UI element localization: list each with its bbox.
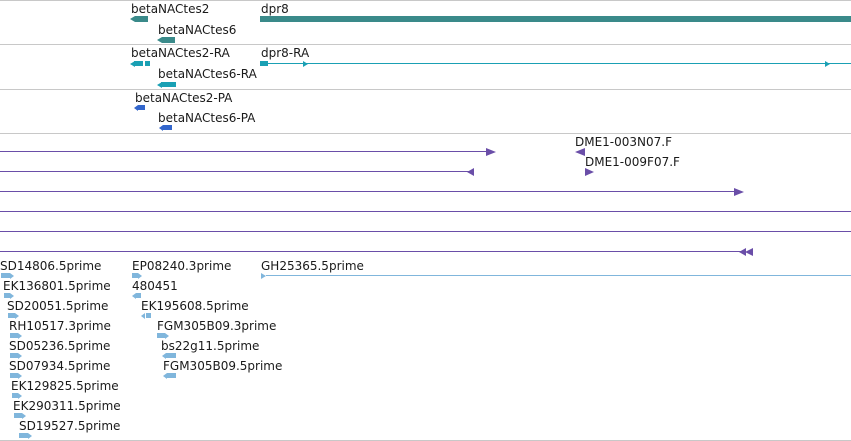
gene-glyph[interactable] [162, 37, 175, 43]
est-glyph[interactable] [10, 373, 18, 378]
protein-glyph[interactable] [163, 125, 172, 130]
feature-label: betaNACtes2-RA [131, 46, 230, 60]
exon-glyph[interactable] [161, 82, 176, 87]
strand-arrow-right-icon [825, 61, 830, 67]
feature-label: SD20051.5prime [7, 299, 109, 313]
est-glyph[interactable] [12, 393, 18, 398]
strand-arrow-left-icon [739, 248, 746, 256]
est-glyph[interactable] [1, 273, 10, 278]
est-glyph[interactable] [146, 313, 151, 318]
strand-arrow-right-icon [10, 293, 14, 299]
strand-arrow-right-icon [18, 373, 22, 379]
strand-arrow-right-icon [18, 393, 22, 399]
feature-label: GH25365.5prime [261, 259, 364, 273]
alignment-line[interactable] [0, 151, 488, 152]
est-glyph[interactable] [19, 433, 28, 438]
est-glyph[interactable] [132, 273, 138, 278]
strand-arrow-left-icon [141, 313, 145, 319]
track-separator [0, 89, 851, 90]
feature-label: betaNACtes6-PA [158, 111, 256, 125]
feature-label: FGM305B09.5prime [163, 359, 283, 373]
strand-arrow-left-icon [162, 353, 166, 359]
feature-label: dpr8-RA [261, 46, 310, 60]
feature-label: betaNACtes2 [131, 2, 210, 16]
est-glyph[interactable] [10, 353, 18, 358]
strand-arrow-left-icon [132, 293, 136, 299]
strand-arrow-right-icon [138, 273, 142, 279]
alignment-line[interactable] [0, 251, 742, 252]
strand-arrow-left-icon [159, 125, 163, 131]
feature-label: EK129825.5prime [11, 379, 119, 393]
strand-arrow-left-icon[interactable] [575, 148, 585, 156]
alignment-line[interactable] [0, 211, 851, 212]
strand-arrow-left-icon [745, 248, 753, 256]
est-glyph[interactable] [157, 333, 165, 338]
track-separator [0, 133, 851, 134]
feature-label: bs22g11.5prime [161, 339, 260, 353]
feature-label: FGM305B09.3prime [157, 319, 277, 333]
feature-label: DME1-009F07.F [585, 155, 680, 169]
feature-label: EP08240.3prime [132, 259, 232, 273]
feature-label: EK290311.5prime [13, 399, 121, 413]
feature-label: betaNACtes2-PA [135, 91, 233, 105]
est-glyph[interactable] [14, 413, 22, 418]
feature-label: 480451 [132, 279, 178, 293]
est-glyph[interactable] [167, 373, 176, 378]
feature-label: betaNACtes6 [158, 23, 237, 37]
feature-label: EK136801.5prime [3, 279, 111, 293]
strand-arrow-left-icon [130, 16, 135, 22]
feature-label: SD19527.5prime [19, 419, 121, 433]
feature-label: SD14806.5prime [0, 259, 102, 273]
feature-label: DME1-003N07.F [575, 135, 673, 149]
track-separator [0, 44, 851, 45]
feature-label: dpr8 [261, 2, 289, 16]
feature-label: EK195608.5prime [141, 299, 249, 313]
est-glyph[interactable] [166, 353, 176, 358]
exon-glyph[interactable] [134, 61, 143, 66]
strand-arrow-right-icon [486, 148, 496, 156]
feature-label: SD07934.5prime [9, 359, 111, 373]
alignment-line[interactable] [0, 191, 737, 192]
feature-label: betaNACtes6-RA [158, 67, 257, 81]
gene-glyph[interactable] [135, 16, 148, 22]
feature-label: SD05236.5prime [9, 339, 111, 353]
strand-arrow-left-icon [157, 82, 162, 88]
strand-arrow-right-icon [18, 353, 22, 359]
intron-line [268, 63, 851, 64]
alignment-line[interactable] [266, 275, 851, 276]
exon-glyph[interactable] [260, 61, 268, 66]
est-glyph[interactable] [4, 293, 10, 298]
track-separator [0, 0, 851, 1]
strand-arrow-left-icon [130, 61, 135, 67]
strand-arrow-right-icon [18, 333, 22, 339]
strand-arrow-right-icon [28, 433, 32, 439]
strand-arrow-left-icon [467, 168, 474, 176]
strand-arrow-left-icon [134, 105, 138, 111]
est-glyph[interactable] [10, 333, 18, 338]
alignment-line[interactable] [0, 231, 851, 232]
strand-arrow-right-icon [303, 61, 308, 67]
strand-arrow-right-icon [10, 273, 14, 279]
strand-arrow-left-icon [163, 373, 167, 379]
strand-arrow-right-icon [734, 188, 744, 196]
strand-arrow-right-icon [261, 273, 266, 279]
alignment-line[interactable] [0, 171, 470, 172]
strand-arrow-left-icon [157, 37, 162, 43]
strand-arrow-right-icon[interactable] [585, 168, 594, 176]
exon-glyph[interactable] [145, 61, 150, 66]
strand-arrow-right-icon [165, 333, 169, 339]
est-glyph[interactable] [8, 313, 15, 318]
strand-arrow-right-icon [22, 413, 26, 419]
protein-glyph[interactable] [138, 105, 145, 110]
feature-label: RH10517.3prime [9, 319, 111, 333]
est-glyph[interactable] [136, 293, 141, 298]
strand-arrow-right-icon [15, 313, 19, 319]
gene-glyph[interactable] [260, 16, 851, 22]
